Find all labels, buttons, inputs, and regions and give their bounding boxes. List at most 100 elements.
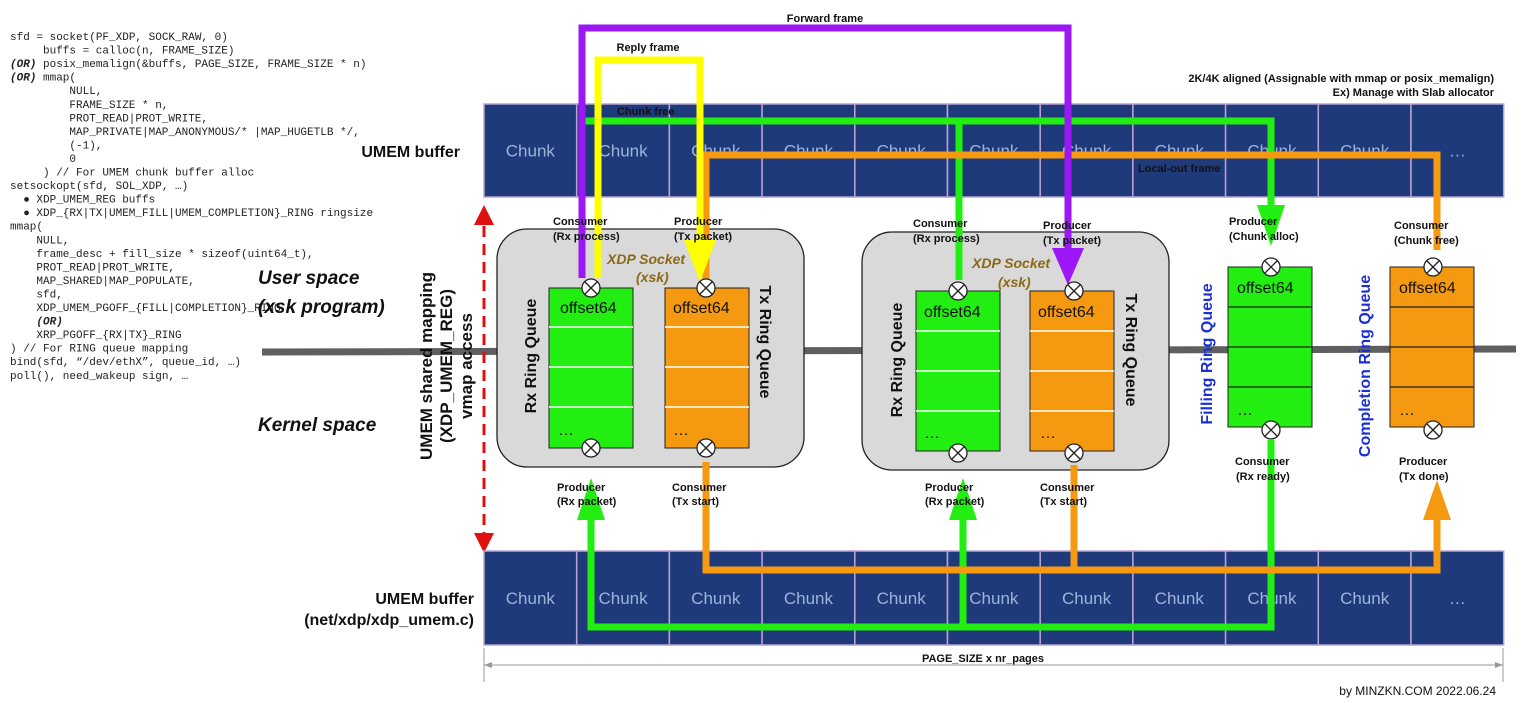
- socket-2-tx-label: Tx Ring Queue: [1122, 294, 1139, 407]
- fill-ring-label: Filling Ring Queue: [1199, 283, 1216, 424]
- svg-text:PAGE_SIZE x nr_pages: PAGE_SIZE x nr_pages: [922, 653, 1044, 665]
- local-out-frame-label: Local-out frame: [1138, 163, 1221, 175]
- code-line: poll(), need_wakeup sign, …: [10, 371, 188, 383]
- code-line: ● XDP_{RX|TX|UMEM_FILL|UMEM_COMPLETION}_…: [23, 208, 373, 220]
- svg-text:…: …: [558, 422, 574, 439]
- socket-1-title: XDP Socket: [606, 251, 686, 267]
- svg-text:offset64: offset64: [1038, 304, 1095, 321]
- code-line: ) // For UMEM chunk buffer alloc: [43, 168, 254, 180]
- umem-buffer-bottom-path: (net/xdp/xdp_umem.c): [304, 612, 474, 629]
- forward-frame-flow: [578, 24, 1072, 278]
- code-line: NULL,: [36, 235, 69, 247]
- umem-chunk-label: Chunk: [598, 142, 648, 161]
- reply-frame-arrowhead: [684, 240, 716, 282]
- shared-mapping-label: UMEM shared mapping (XDP_UMEM_REG) vmap …: [417, 272, 476, 460]
- svg-text:(Rx process): (Rx process): [913, 233, 980, 245]
- svg-text:(Tx done): (Tx done): [1399, 471, 1449, 483]
- page-size-dimension: PAGE_SIZE x nr_pages: [483, 648, 1504, 682]
- svg-text:Producer: Producer: [1399, 456, 1448, 468]
- user-space-sub-label: (xsk program): [258, 297, 385, 318]
- umem-chunk-label: Chunk: [1062, 589, 1112, 608]
- svg-text:(Tx start): (Tx start): [672, 496, 719, 508]
- umem-chunk-label: …: [1449, 589, 1466, 608]
- code-line: (OR) mmap(: [10, 73, 76, 85]
- completion-ring-pointer-labels: Consumer (Chunk free) Producer (Tx done): [1394, 220, 1459, 483]
- code-line: XDP_UMEM_PGOFF_{FILL|COMPLETION}_RING: [36, 303, 280, 315]
- allocator-note: Ex) Manage with Slab allocator: [1333, 87, 1495, 99]
- code-line: sfd = socket(PF_XDP, SOCK_RAW, 0): [10, 32, 228, 44]
- svg-text:(Rx packet): (Rx packet): [557, 496, 617, 508]
- socket-1-pointer-labels: Consumer (Rx process) Producer (Tx packe…: [553, 216, 732, 508]
- umem-chunk-label: Chunk: [877, 589, 927, 608]
- tx-done-arrowhead: [1423, 480, 1451, 520]
- code-line: (OR): [36, 317, 62, 329]
- code-line: mmap(: [10, 222, 43, 234]
- svg-text:Producer: Producer: [925, 482, 974, 494]
- code-line: PROT_READ|PROT_WRITE,: [69, 113, 208, 125]
- svg-text:offset64: offset64: [1399, 280, 1456, 297]
- umem-chunk-label: …: [1449, 142, 1466, 161]
- socket-1-subtitle: (xsk): [636, 269, 669, 285]
- socket-1-tx-label: Tx Ring Queue: [756, 286, 773, 399]
- svg-text:Consumer: Consumer: [553, 216, 608, 228]
- umem-chunk-label: Chunk: [506, 589, 556, 608]
- code-line: PROT_READ|PROT_WRITE,: [36, 262, 175, 274]
- svg-text:(Rx process): (Rx process): [553, 231, 620, 243]
- chunk-alloc-arrowhead: [1257, 205, 1285, 246]
- svg-text:(Rx packet): (Rx packet): [925, 496, 985, 508]
- credit: by MINZKN.COM 2022.06.24: [1339, 684, 1496, 698]
- svg-text:Consumer: Consumer: [913, 218, 968, 230]
- socket-1-tx-ring: offset64 …: [664, 287, 750, 449]
- code-line: (-1),: [69, 140, 102, 152]
- completion-ring-label: Completion Ring Queue: [1357, 275, 1374, 457]
- svg-text:…: …: [1040, 425, 1056, 442]
- svg-text:Consumer: Consumer: [1040, 482, 1095, 494]
- svg-text:…: …: [673, 422, 689, 439]
- svg-text:UMEM shared mapping: UMEM shared mapping: [417, 272, 436, 460]
- umem-chunk-label: Chunk: [1340, 589, 1390, 608]
- code-line: MAP_SHARED|MAP_POPULATE,: [36, 276, 194, 288]
- code-line: ● XDP_UMEM_REG buffs: [23, 195, 155, 207]
- svg-text:(Rx ready): (Rx ready): [1236, 471, 1290, 483]
- umem-buffer-top-label: UMEM buffer: [361, 144, 460, 161]
- svg-text:Consumer: Consumer: [1394, 220, 1449, 232]
- code-line: FRAME_SIZE * n,: [69, 100, 168, 112]
- umem-buffer-bottom-label: UMEM buffer: [375, 591, 474, 608]
- shared-mapping-arrow: [474, 205, 494, 553]
- code-block: sfd = socket(PF_XDP, SOCK_RAW, 0) buffs =…: [10, 32, 373, 383]
- umem-chunk: [1410, 103, 1505, 198]
- umem-chunk-label: Chunk: [598, 589, 648, 608]
- svg-text:…: …: [924, 425, 940, 442]
- svg-text:offset64: offset64: [673, 300, 730, 317]
- umem-chunk: [483, 103, 578, 198]
- code-line: frame_desc + fill_size * sizeof(uint64_t…: [36, 249, 313, 261]
- socket-2-subtitle: (xsk): [998, 274, 1031, 290]
- umem-chunk-label: Chunk: [691, 589, 741, 608]
- forward-frame-label: Forward frame: [787, 13, 863, 25]
- fill-ring-pointer-labels: Producer (Chunk alloc) Consumer (Rx read…: [1229, 216, 1299, 483]
- umem-chunk-label: Chunk: [506, 142, 556, 161]
- code-line: setsockopt(sfd, SOL_XDP, …): [10, 181, 188, 193]
- socket-1-rx-ring: offset64 …: [548, 287, 634, 449]
- svg-text:Producer: Producer: [674, 216, 723, 228]
- aligned-note: 2K/4K aligned (Assignable with mmap or p…: [1188, 73, 1494, 85]
- reply-frame-flow: [594, 56, 704, 278]
- socket-2-rx-ring: offset64 …: [915, 290, 1001, 452]
- umem-chunk: [1317, 103, 1412, 198]
- svg-text:vmap access: vmap access: [457, 313, 476, 419]
- user-space-label: User space: [258, 268, 360, 289]
- code-line: buffs = calloc(n, FRAME_SIZE): [43, 46, 234, 58]
- umem-chunk-label: Chunk: [784, 589, 834, 608]
- kernel-space-label: Kernel space: [258, 415, 377, 436]
- socket-1-rx-label: Rx Ring Queue: [523, 299, 540, 414]
- svg-text:offset64: offset64: [1237, 280, 1294, 297]
- svg-text:(Chunk free): (Chunk free): [1394, 235, 1459, 247]
- socket-2-tx-ring: offset64 …: [1029, 290, 1115, 452]
- completion-ring: offset64 …: [1389, 266, 1475, 428]
- chunk-free-label: Chunk free: [617, 106, 674, 118]
- code-line: sfd,: [36, 289, 62, 301]
- code-line: 0: [69, 154, 76, 166]
- svg-text:(Tx start): (Tx start): [1040, 496, 1087, 508]
- svg-text:…: …: [1399, 402, 1415, 419]
